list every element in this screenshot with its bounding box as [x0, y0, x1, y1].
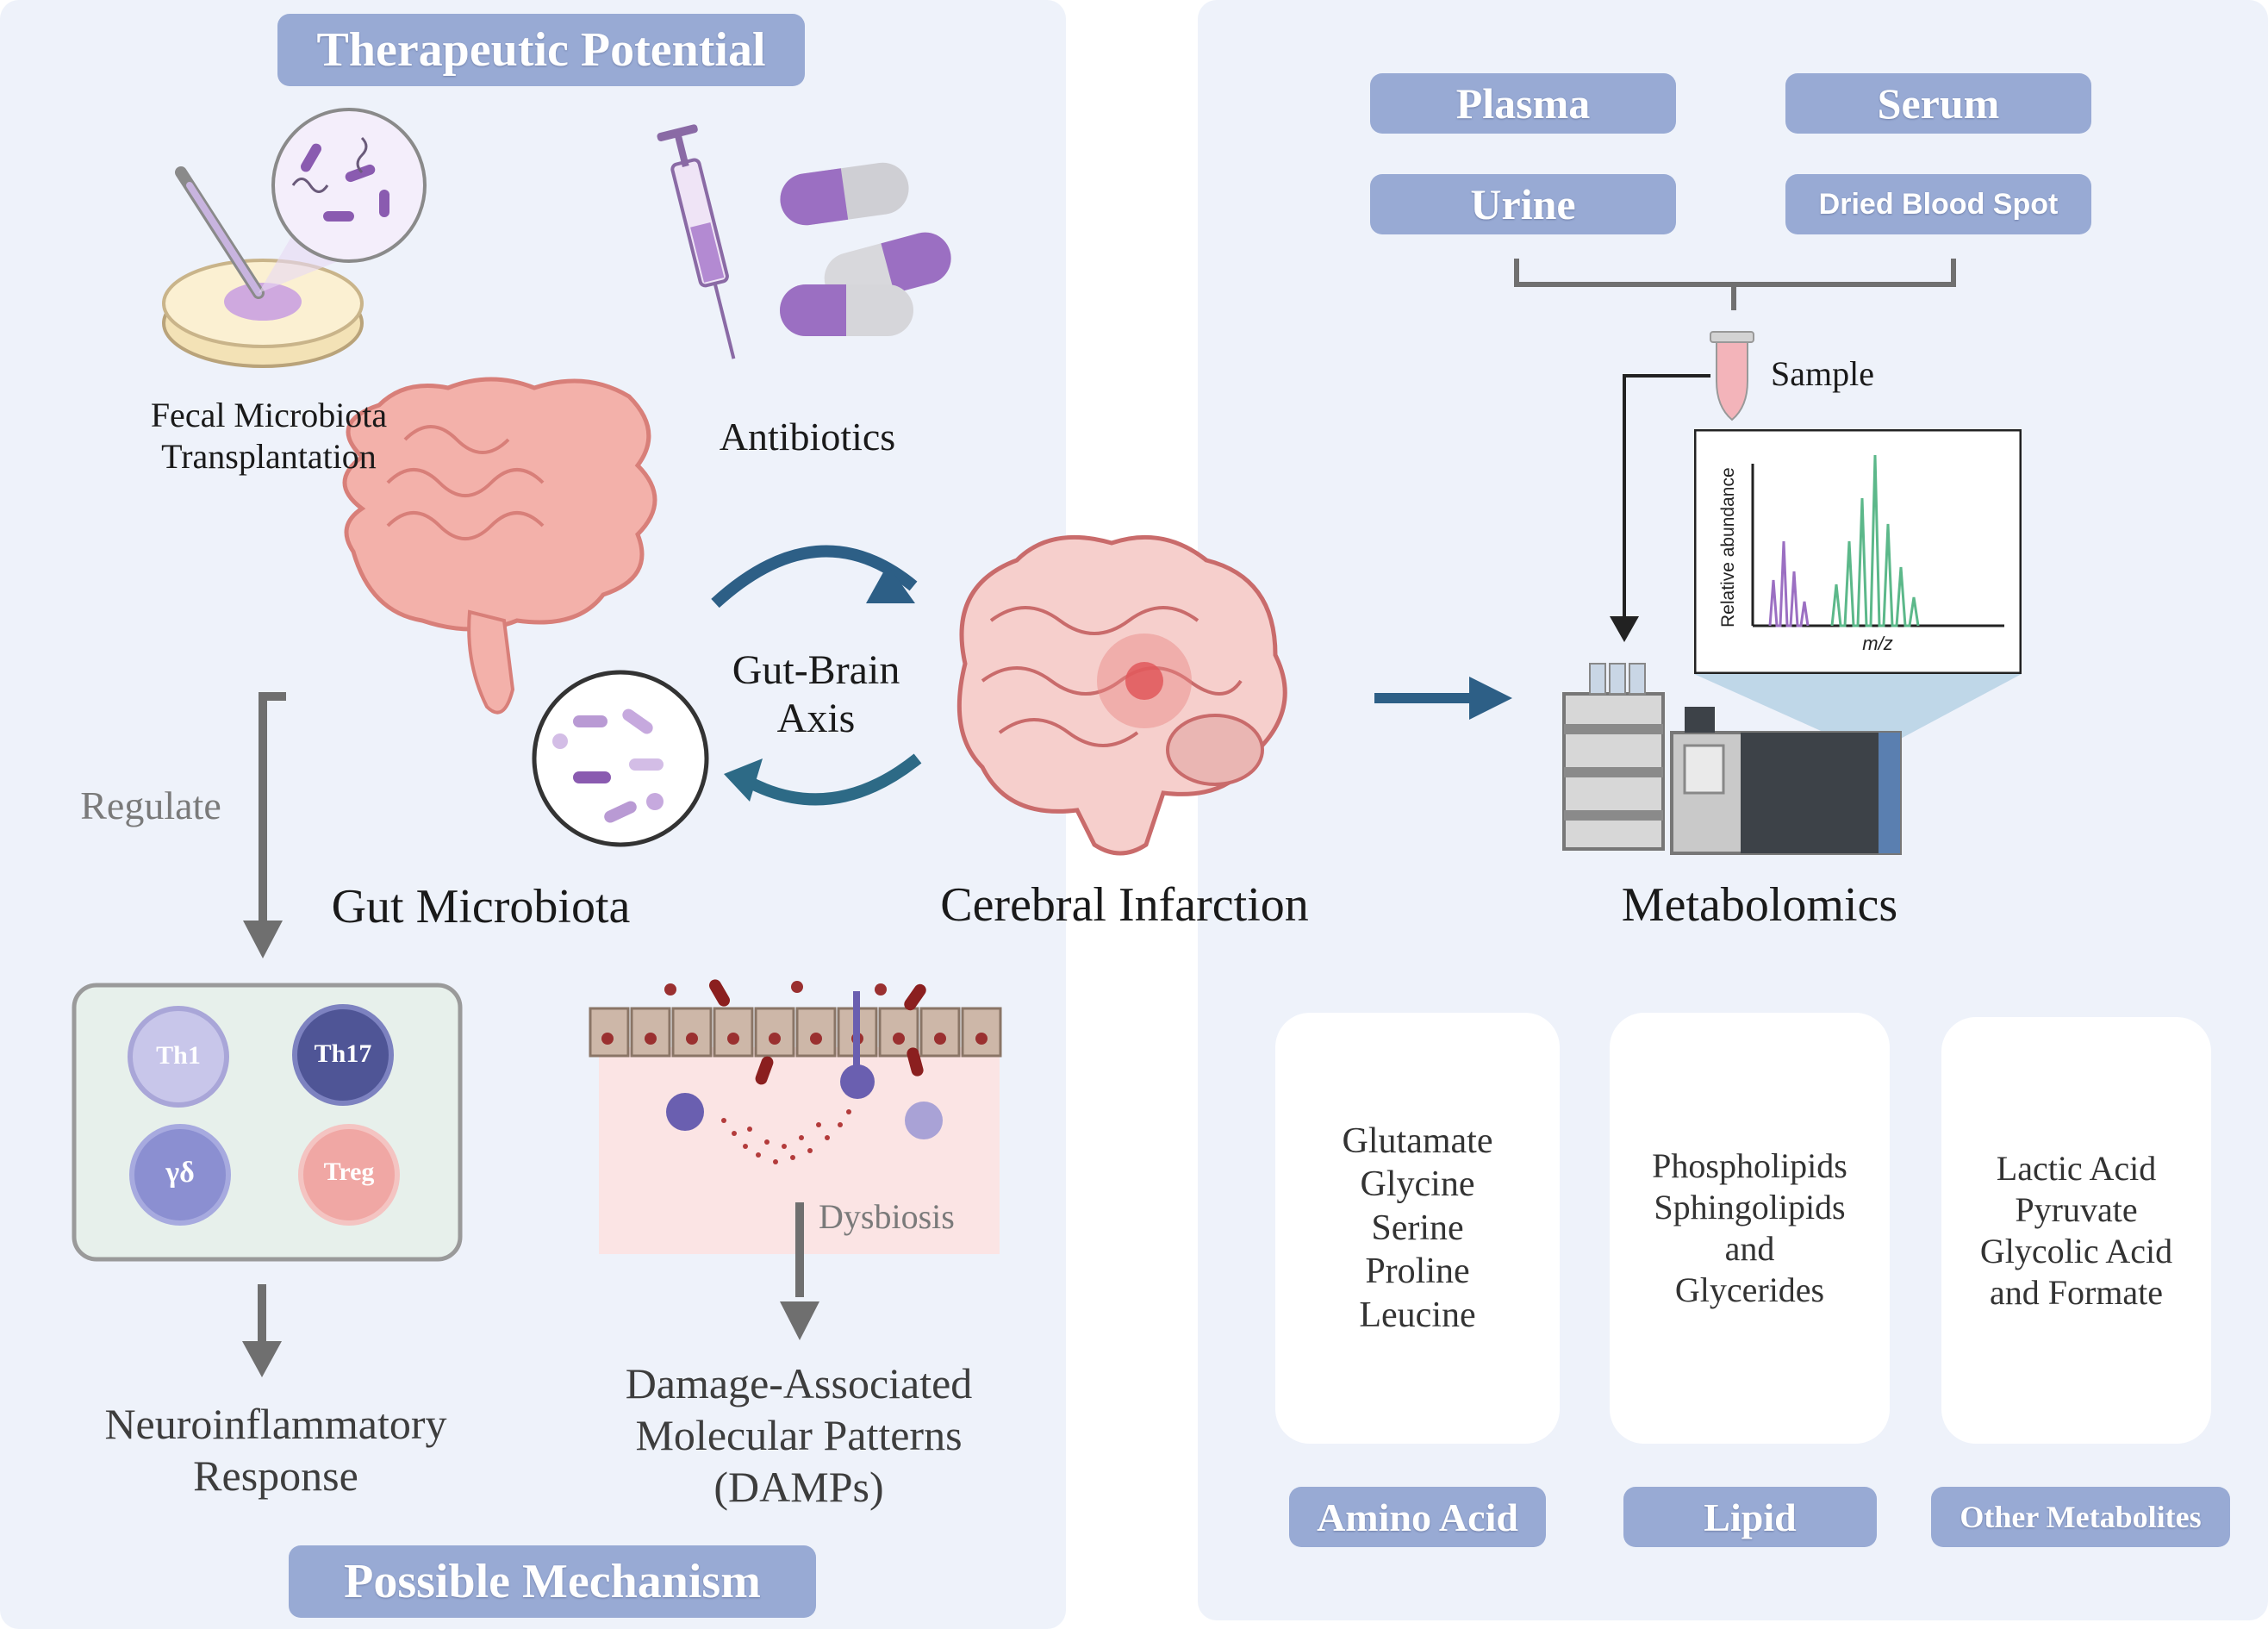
other-metabolites-label: Other Metabolites	[1931, 1487, 2230, 1547]
cell-gamma-delta	[129, 1124, 231, 1226]
spectrum-y-label: Relative abundance	[1718, 467, 1738, 627]
damps-label: Damage-Associated Molecular Patterns (DA…	[579, 1358, 1019, 1513]
damps-line2: Molecular Patterns	[635, 1411, 963, 1459]
damps-line1: Damage-Associated	[625, 1359, 973, 1407]
other-item-3: Glycolic Acid	[1979, 1231, 2173, 1270]
damps-line3: (DAMPs)	[713, 1463, 884, 1511]
sample-arrow-head	[1610, 616, 1639, 642]
fmt-label-line1: Fecal Microbiota	[150, 396, 388, 434]
neuro-line2: Response	[193, 1451, 358, 1500]
sample-dried-blood-spot: Dried Blood Spot	[1785, 174, 2091, 234]
other-item-4: and Formate	[1989, 1272, 2164, 1312]
axis-line2: Axis	[776, 696, 856, 741]
arrow-to-gut-head	[724, 758, 763, 802]
mass-spectrum: Relative abundance m/z	[1694, 429, 2022, 674]
therapeutic-potential-title: Therapeutic Potential	[277, 14, 805, 86]
spectrum-x-label: m/z	[1862, 633, 1892, 654]
sample-tube-icon	[1710, 331, 1754, 421]
immune-cells-box	[72, 983, 463, 1262]
gut-brain-axis-label: Gut-Brain Axis	[708, 646, 924, 743]
spectrum-peak-purple	[1768, 540, 1810, 627]
other-item-1: Lactic Acid	[1996, 1148, 2157, 1188]
amino-item-3: Serine	[1371, 1208, 1464, 1248]
cell-treg-label: Treg	[323, 1158, 375, 1186]
dysbiosis-label: Dysbiosis	[819, 1197, 955, 1236]
sample-urine: Urine	[1370, 174, 1676, 234]
capsules-icon	[780, 162, 951, 336]
petri-dish-icon	[162, 166, 364, 368]
amino-item-4: Proline	[1365, 1251, 1470, 1292]
sample-plasma: Plasma	[1370, 73, 1676, 134]
lipid-item-3: and	[1724, 1229, 1775, 1268]
amino-item-1: Glutamate	[1342, 1121, 1493, 1162]
metabolomics-label: Metabolomics	[1621, 878, 1898, 932]
lipid-label: Lipid	[1623, 1487, 1877, 1547]
sample-label: Sample	[1771, 354, 1874, 393]
cell-th1	[128, 1006, 229, 1108]
arrow-to-brain-head	[866, 565, 915, 603]
damps-arrow-head	[780, 1301, 819, 1340]
bacteria-magnifier-icon	[271, 108, 427, 263]
amino-item-5: Leucine	[1359, 1295, 1476, 1335]
gut-microbiota-label: Gut Microbiota	[331, 880, 631, 933]
amino-acid-card: Glutamate Glycine Serine Proline Leucine	[1275, 1013, 1560, 1444]
cell-treg	[298, 1124, 400, 1226]
antibiotics-label: Antibiotics	[719, 415, 896, 459]
arrow-to-metabolomics	[1469, 677, 1512, 720]
lipid-item-2: Sphingolipids	[1654, 1188, 1846, 1226]
regulate-arrow-head	[243, 921, 283, 958]
amino-acid-label: Amino Acid	[1289, 1487, 1546, 1547]
lipid-item-1: Phospholipids	[1652, 1146, 1847, 1185]
intestine-icon	[342, 377, 657, 715]
neuroinflammatory-label: Neuroinflammatory Response	[69, 1398, 483, 1501]
sample-bracket	[1514, 259, 1956, 287]
neuro-line1: Neuroinflammatory	[104, 1400, 447, 1448]
amino-item-2: Glycine	[1360, 1164, 1475, 1205]
other-item-2: Pyruvate	[2015, 1189, 2138, 1229]
other-metabolites-card: Lactic Acid Pyruvate Glycolic Acid and F…	[1941, 1017, 2211, 1444]
sample-serum: Serum	[1785, 73, 2091, 134]
cell-th17-label: Th17	[314, 1039, 372, 1068]
axis-line1: Gut-Brain	[732, 647, 900, 693]
cell-th17	[292, 1004, 394, 1106]
lc-ms-instrument-icon	[1562, 663, 1902, 855]
lipid-card: Phospholipids Sphingolipids and Glycerid…	[1610, 1013, 1890, 1444]
lipid-item-4: Glycerides	[1674, 1270, 1825, 1309]
regulate-label: Regulate	[80, 783, 221, 827]
microbe-magnifier-icon	[532, 670, 709, 847]
fmt-label-line2: Transplantation	[161, 437, 377, 476]
brain-icon	[956, 534, 1287, 856]
fmt-label: Fecal Microbiota Transplantation	[97, 395, 441, 477]
possible-mechanism-title: Possible Mechanism	[289, 1545, 816, 1618]
cell-th1-label: Th1	[156, 1041, 201, 1070]
spectrum-peak-green	[1830, 454, 1920, 627]
cell-gamma-delta-label: γδ	[165, 1157, 195, 1189]
neuro-arrow-head	[242, 1341, 282, 1377]
cerebral-infarction-label: Cerebral Infarction	[940, 878, 1309, 932]
syringe-icon	[657, 124, 736, 359]
